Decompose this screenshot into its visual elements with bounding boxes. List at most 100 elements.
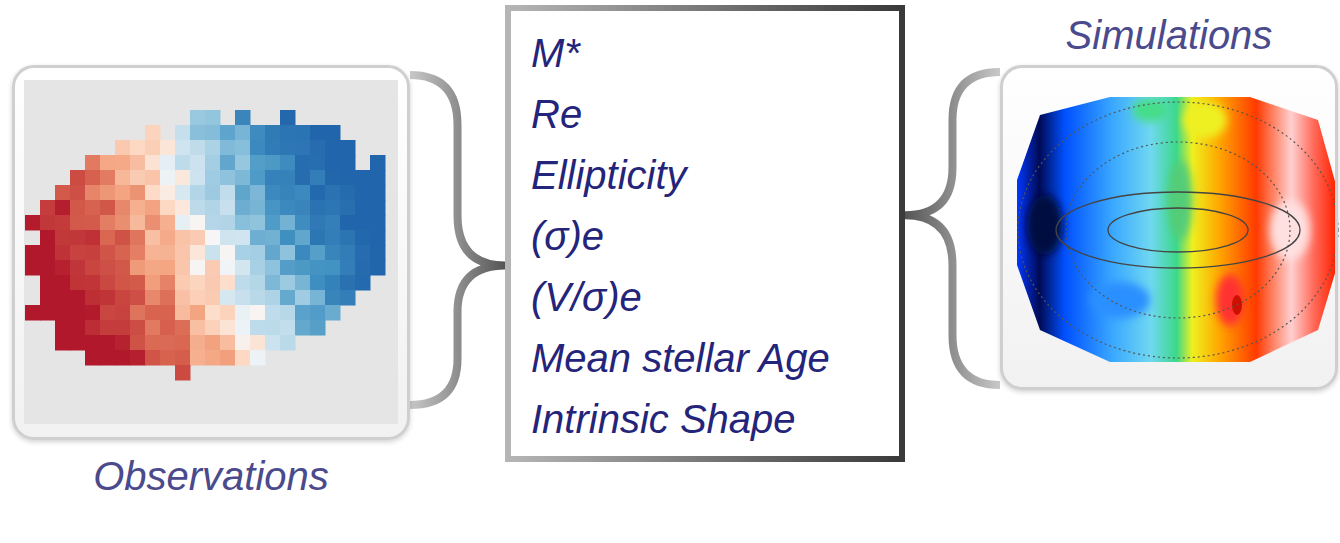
velocity-pixel — [40, 260, 56, 276]
velocity-pixel — [85, 335, 101, 351]
velocity-pixel — [115, 305, 131, 321]
velocity-pixel — [310, 200, 326, 216]
velocity-pixel — [325, 275, 341, 291]
velocity-pixel — [310, 245, 326, 261]
velocity-pixel — [205, 350, 221, 366]
velocity-pixel — [25, 305, 41, 321]
velocity-pixel — [265, 305, 281, 321]
velocity-pixel — [370, 230, 386, 246]
velocity-pixel — [220, 305, 236, 321]
velocity-pixel — [70, 275, 86, 291]
velocity-pixel — [295, 260, 311, 276]
velocity-pixel — [265, 230, 281, 246]
velocity-pixel — [40, 200, 56, 216]
velocity-pixel — [265, 125, 281, 141]
velocity-pixel — [100, 275, 116, 291]
velocity-pixel — [145, 215, 161, 231]
velocity-pixel — [160, 350, 176, 366]
velocity-pixel — [295, 245, 311, 261]
velocity-pixel — [340, 215, 356, 231]
velocity-pixel — [220, 170, 236, 186]
velocity-pixel — [175, 290, 191, 306]
velocity-pixel — [280, 155, 296, 171]
velocity-pixel — [160, 305, 176, 321]
velocity-pixel — [205, 275, 221, 291]
velocity-pixel — [175, 170, 191, 186]
velocity-pixel — [250, 140, 266, 156]
velocity-pixel — [295, 305, 311, 321]
velocity-pixel — [55, 275, 71, 291]
velocity-pixel — [250, 230, 266, 246]
velocity-pixel — [340, 260, 356, 276]
simulation-panel: Simulations — [1000, 65, 1338, 390]
velocity-pixel — [100, 230, 116, 246]
velocity-pixel — [220, 260, 236, 276]
velocity-pixel — [130, 230, 146, 246]
velocity-pixel — [295, 290, 311, 306]
velocity-pixel — [220, 140, 236, 156]
panel-ground — [12, 65, 410, 440]
velocity-pixel — [115, 275, 131, 291]
velocity-pixel — [235, 125, 251, 141]
velocity-pixel — [145, 275, 161, 291]
velocity-pixel — [370, 155, 386, 171]
velocity-pixel — [145, 155, 161, 171]
velocity-pixel — [280, 320, 296, 336]
velocity-pixel — [265, 260, 281, 276]
velocity-pixel — [250, 215, 266, 231]
velocity-pixel — [295, 230, 311, 246]
velocity-pixel — [70, 230, 86, 246]
velocity-pixel — [355, 275, 371, 291]
velocity-pixel — [85, 170, 101, 186]
velocity-pixel — [205, 320, 221, 336]
velocity-pixel — [160, 230, 176, 246]
velocity-pixel — [250, 185, 266, 201]
velocity-pixel — [160, 185, 176, 201]
velocity-pixel — [115, 200, 131, 216]
velocity-pixel — [85, 200, 101, 216]
brace-connector — [410, 75, 505, 405]
velocity-pixel — [160, 155, 176, 171]
velocity-pixel — [190, 110, 206, 126]
velocity-pixel — [310, 155, 326, 171]
velocity-pixel — [265, 245, 281, 261]
velocity-pixel — [85, 155, 101, 171]
velocity-pixel — [100, 320, 116, 336]
velocity-pixel — [295, 155, 311, 171]
velocity-pixel — [220, 335, 236, 351]
velocity-pixel — [190, 125, 206, 141]
velocity-pixel — [340, 275, 356, 291]
velocity-pixel — [220, 320, 236, 336]
velocity-pixel — [115, 230, 131, 246]
velocity-pixel — [235, 170, 251, 186]
velocity-pixel — [190, 350, 206, 366]
velocity-pixel — [250, 170, 266, 186]
velocity-pixel — [160, 215, 176, 231]
velocity-pixel — [205, 335, 221, 351]
velocity-pixel — [265, 140, 281, 156]
velocity-pixel — [115, 335, 131, 351]
velocity-pixel — [175, 200, 191, 216]
velocity-pixel — [355, 185, 371, 201]
velocity-pixel — [55, 230, 71, 246]
velocity-pixel — [175, 215, 191, 231]
velocity-pixel — [100, 335, 116, 351]
velocity-pixel — [100, 185, 116, 201]
velocity-pixel — [130, 260, 146, 276]
velocity-pixel — [130, 335, 146, 351]
velocity-pixel — [205, 290, 221, 306]
velocity-pixel — [250, 200, 266, 216]
velocity-pixel — [235, 140, 251, 156]
velocity-pixel — [25, 215, 41, 231]
velocity-pixel — [175, 350, 191, 366]
velocity-pixel — [115, 170, 131, 186]
property-item: (σ)e — [531, 206, 889, 267]
velocity-pixel — [250, 260, 266, 276]
velocity-pixel — [235, 155, 251, 171]
velocity-pixel — [280, 140, 296, 156]
velocity-pixel — [250, 155, 266, 171]
velocity-pixel — [325, 260, 341, 276]
velocity-pixel — [250, 275, 266, 291]
velocity-pixel — [235, 335, 251, 351]
